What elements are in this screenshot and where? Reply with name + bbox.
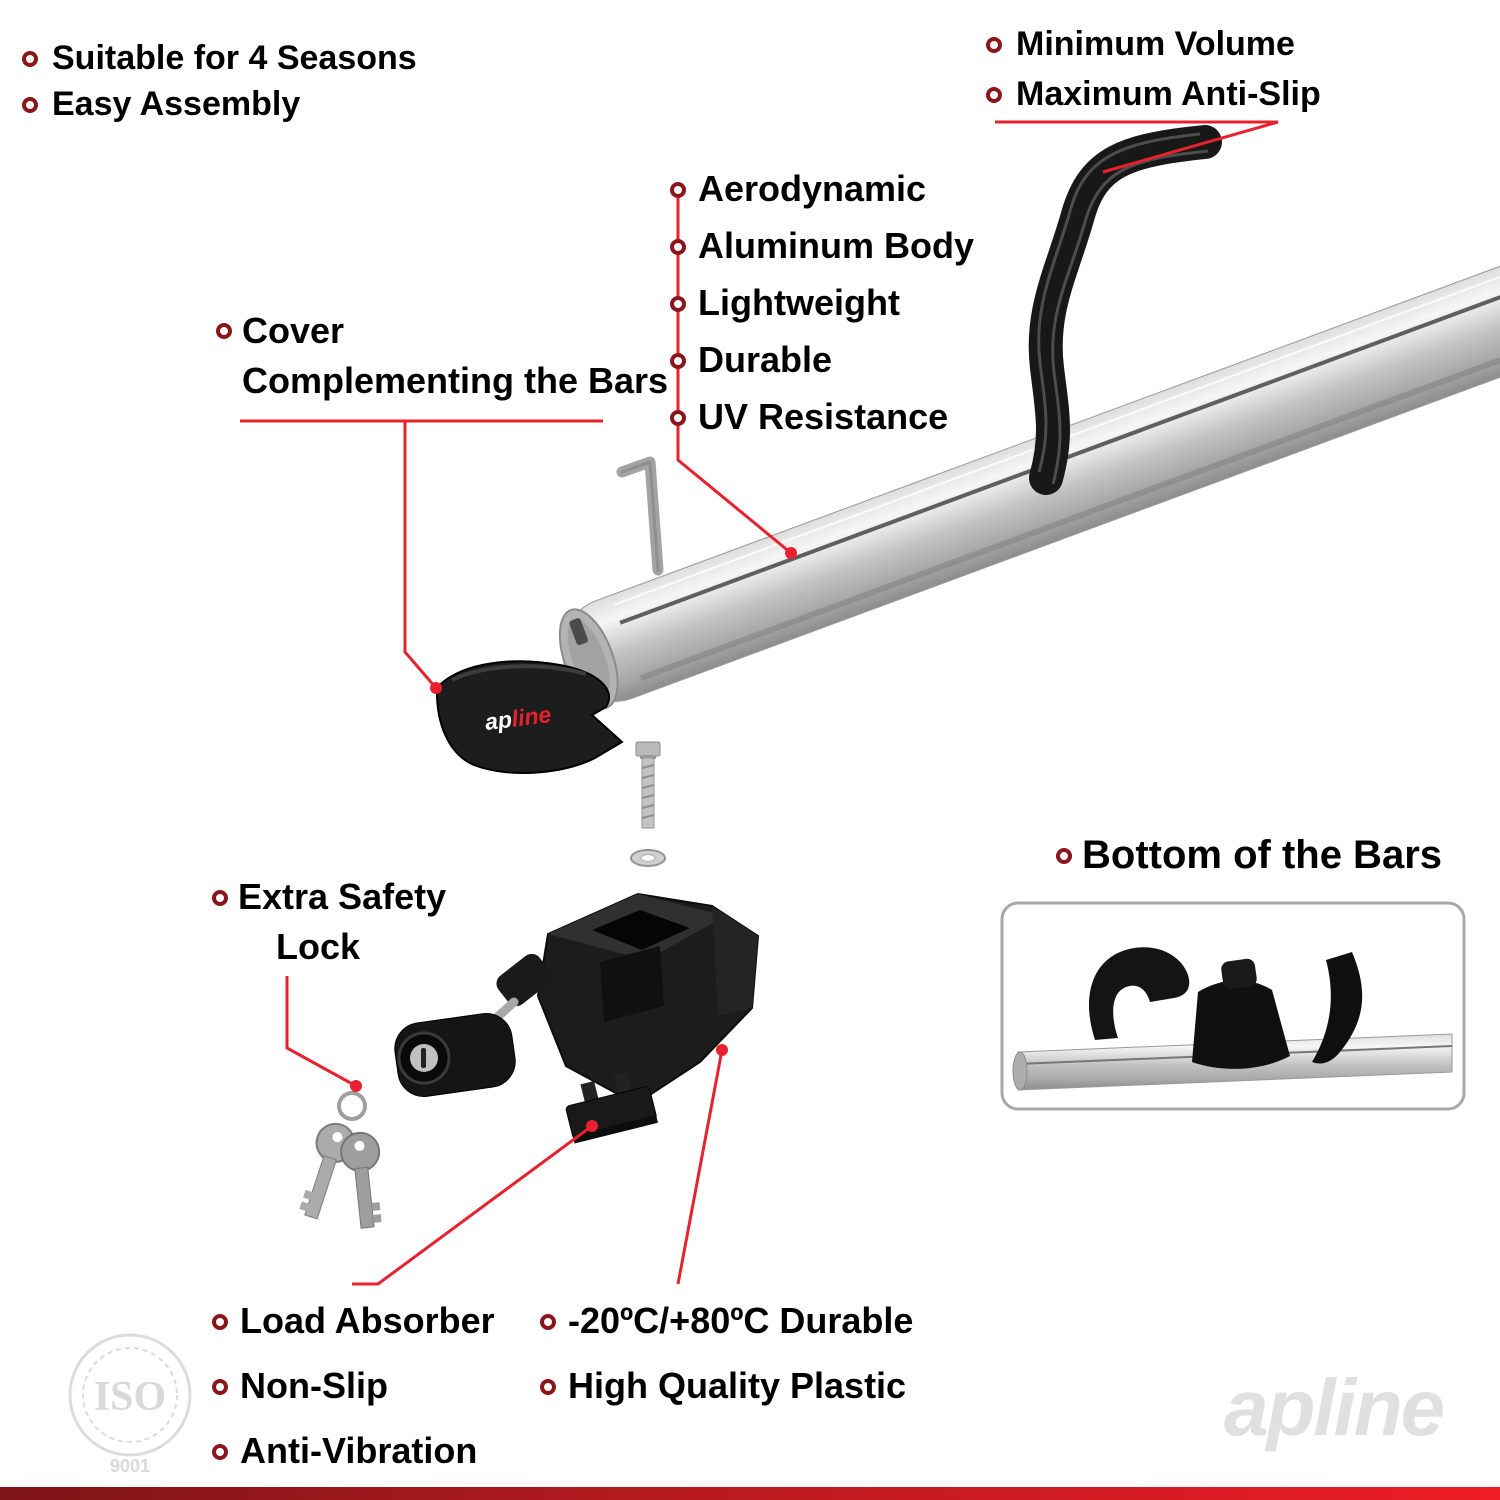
bullet-icon bbox=[986, 87, 1002, 103]
bullet-icon bbox=[212, 890, 228, 906]
rubber-strip bbox=[1028, 125, 1222, 495]
bullet-icon bbox=[22, 51, 38, 67]
lock-label: Extra Safety Lock bbox=[212, 874, 446, 970]
safety-lock bbox=[394, 953, 552, 1097]
list-item: Extra Safety bbox=[212, 874, 446, 920]
cover-piece: apline bbox=[435, 660, 624, 774]
cover-logo: apline bbox=[483, 701, 552, 735]
bar-feature-list: Aerodynamic Aluminum Body Lightweight Du… bbox=[670, 166, 974, 440]
feature-label: High Quality Plastic bbox=[568, 1365, 907, 1406]
top-left-feature-list: Suitable for 4 Seasons Easy Assembly bbox=[22, 36, 417, 126]
bullet-icon bbox=[212, 1444, 228, 1460]
list-item: Suitable for 4 Seasons bbox=[22, 36, 417, 80]
feature-label: Maximum Anti-Slip bbox=[1016, 75, 1321, 113]
feature-label: Aluminum Body bbox=[698, 225, 974, 266]
callout-lines bbox=[240, 120, 1279, 1286]
list-item: Complementing the Bars bbox=[216, 356, 668, 406]
iso-text: ISO bbox=[94, 1374, 166, 1420]
bullet-icon bbox=[670, 296, 686, 312]
list-item: Bottom of the Bars bbox=[1056, 830, 1442, 880]
bullet-icon bbox=[540, 1314, 556, 1330]
cover-label-line2: Complementing the Bars bbox=[242, 360, 669, 401]
callout-bar-features bbox=[676, 184, 792, 555]
feature-label: Lightweight bbox=[698, 282, 900, 323]
lock-label-line2: Lock bbox=[276, 926, 361, 967]
cover-label: Cover Complementing the Bars bbox=[216, 306, 668, 406]
feature-label: Minimum Volume bbox=[1016, 25, 1295, 63]
brand-watermark: apline bbox=[1224, 1363, 1445, 1452]
list-item: High Quality Plastic bbox=[540, 1363, 913, 1409]
bullet-icon bbox=[540, 1379, 556, 1395]
list-item: Lightweight bbox=[670, 280, 974, 326]
inset-bottom-of-bars bbox=[1000, 901, 1466, 1111]
bullet-icon bbox=[212, 1379, 228, 1395]
callout-antislip bbox=[995, 120, 1279, 174]
list-item: Maximum Anti-Slip bbox=[986, 72, 1321, 116]
list-item: Load Absorber bbox=[212, 1298, 495, 1344]
list-item: Durable bbox=[670, 337, 974, 383]
feature-label: Durable bbox=[698, 339, 833, 380]
allen-key-icon bbox=[616, 456, 664, 576]
feature-label: Easy Assembly bbox=[52, 85, 301, 123]
list-item: Non-Slip bbox=[212, 1363, 495, 1409]
bullet-icon bbox=[22, 97, 38, 113]
list-item: Cover bbox=[216, 306, 668, 356]
list-item: Aluminum Body bbox=[670, 223, 974, 269]
bottom-of-bars-text: Bottom of the Bars bbox=[1082, 833, 1442, 877]
bullet-icon bbox=[1056, 848, 1072, 864]
callout-lock bbox=[285, 976, 357, 1088]
callout-foot bbox=[676, 1049, 724, 1285]
feature-label: -20ºC/+80ºC Durable bbox=[568, 1300, 914, 1341]
bullet-icon bbox=[986, 37, 1002, 53]
foot-feature-list: Load Absorber Non-Slip Anti-Vibration bbox=[212, 1298, 495, 1474]
feature-label: Anti-Vibration bbox=[240, 1430, 478, 1471]
list-item: Lock bbox=[276, 924, 446, 970]
bullet-icon bbox=[670, 410, 686, 426]
list-item: Easy Assembly bbox=[22, 82, 417, 126]
feature-label: Non-Slip bbox=[240, 1365, 388, 1406]
foot-clamp bbox=[536, 892, 760, 1106]
keys bbox=[299, 1091, 382, 1229]
list-item: Aerodynamic bbox=[670, 166, 974, 212]
bullet-icon bbox=[670, 353, 686, 369]
lock-label-line1: Extra Safety bbox=[238, 876, 447, 917]
feature-label: Load Absorber bbox=[240, 1300, 495, 1341]
list-item: UV Resistance bbox=[670, 394, 974, 440]
feature-label: Aerodynamic bbox=[698, 168, 927, 209]
bullet-icon bbox=[216, 323, 232, 339]
list-item: Anti-Vibration bbox=[212, 1428, 495, 1474]
bolt bbox=[635, 741, 661, 829]
plastic-feature-list: -20ºC/+80ºC Durable High Quality Plastic bbox=[540, 1298, 913, 1409]
top-right-feature-list: Minimum Volume Maximum Anti-Slip bbox=[986, 22, 1321, 116]
iso-number: 9001 bbox=[110, 1456, 150, 1476]
bottom-of-bars-label: Bottom of the Bars bbox=[1056, 830, 1442, 880]
bullet-icon bbox=[670, 182, 686, 198]
iso-watermark: ISO 9001 bbox=[68, 1333, 192, 1476]
callout-bracket bbox=[352, 1124, 593, 1286]
list-item: Minimum Volume bbox=[986, 22, 1321, 66]
list-item: -20ºC/+80ºC Durable bbox=[540, 1298, 913, 1344]
bottom-accent-bar bbox=[0, 1487, 1500, 1500]
callout-dots bbox=[350, 547, 797, 1132]
washer bbox=[630, 849, 666, 867]
bullet-icon bbox=[212, 1314, 228, 1330]
feature-label: UV Resistance bbox=[698, 396, 949, 437]
bullet-icon bbox=[670, 239, 686, 255]
feature-label: Suitable for 4 Seasons bbox=[52, 39, 417, 77]
callout-cover bbox=[240, 419, 603, 689]
cover-label-line1: Cover bbox=[242, 310, 345, 351]
